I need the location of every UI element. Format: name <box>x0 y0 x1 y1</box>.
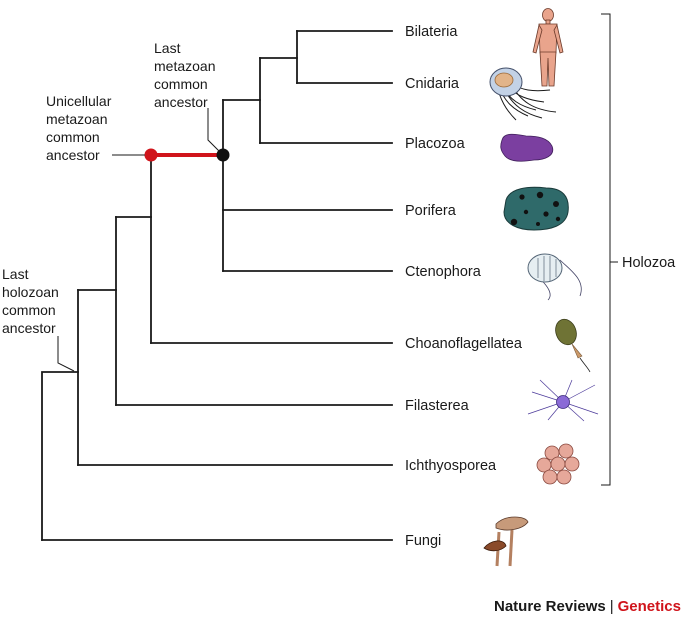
placozoan-icon <box>500 133 554 162</box>
choanoflagellate-icon <box>555 318 591 373</box>
last-holozoan-ancestor-label: Last holozoan common ancestor <box>2 266 63 336</box>
leader-last-metazoan <box>207 108 220 152</box>
leader-last-holozoan <box>57 336 75 372</box>
journal-section: Genetics <box>617 598 681 615</box>
taxon-label-ichthyosporea: Ichthyosporea <box>405 458 497 474</box>
taxon-labels: Bilateria Cnidaria Placozoa Porifera Cte… <box>405 24 523 549</box>
journal-credit: Nature Reviews|Genetics <box>494 598 681 615</box>
comb-jelly-icon <box>527 253 582 301</box>
last-metazoan-ancestor-label: Last metazoan common ancestor <box>154 40 219 110</box>
taxon-label-ctenophora: Ctenophora <box>405 264 482 280</box>
human-figure-icon <box>532 8 564 87</box>
ichthyosporean-icon <box>536 443 580 485</box>
tree-branches <box>41 30 393 541</box>
unicellular-ancestor-label: Unicellular metazoan common ancestor <box>46 93 115 163</box>
annotation-leaders <box>57 108 220 372</box>
branch-root <box>41 371 79 541</box>
taxon-label-porifera: Porifera <box>405 203 457 219</box>
unicellular-ancestor-node <box>144 148 158 162</box>
last-metazoan-ancestor-node <box>216 148 230 162</box>
taxon-label-choanoflagellatea: Choanoflagellatea <box>405 336 523 352</box>
taxon-label-filasterea: Filasterea <box>405 398 470 414</box>
jellyfish-icon <box>489 67 557 121</box>
filasterean-icon <box>527 379 599 422</box>
mushroom-icon <box>483 516 529 567</box>
holozoa-bracket <box>601 13 618 486</box>
sponge-icon <box>503 186 569 231</box>
taxon-label-placozoa: Placozoa <box>405 136 466 152</box>
taxon-label-fungi: Fungi <box>405 533 441 549</box>
taxon-label-bilateria: Bilateria <box>405 24 458 40</box>
credit-separator: | <box>609 598 614 615</box>
journal-name: Nature Reviews <box>494 598 606 615</box>
holozoa-clade-label: Holozoa <box>622 255 676 271</box>
taxon-label-cnidaria: Cnidaria <box>405 76 460 92</box>
